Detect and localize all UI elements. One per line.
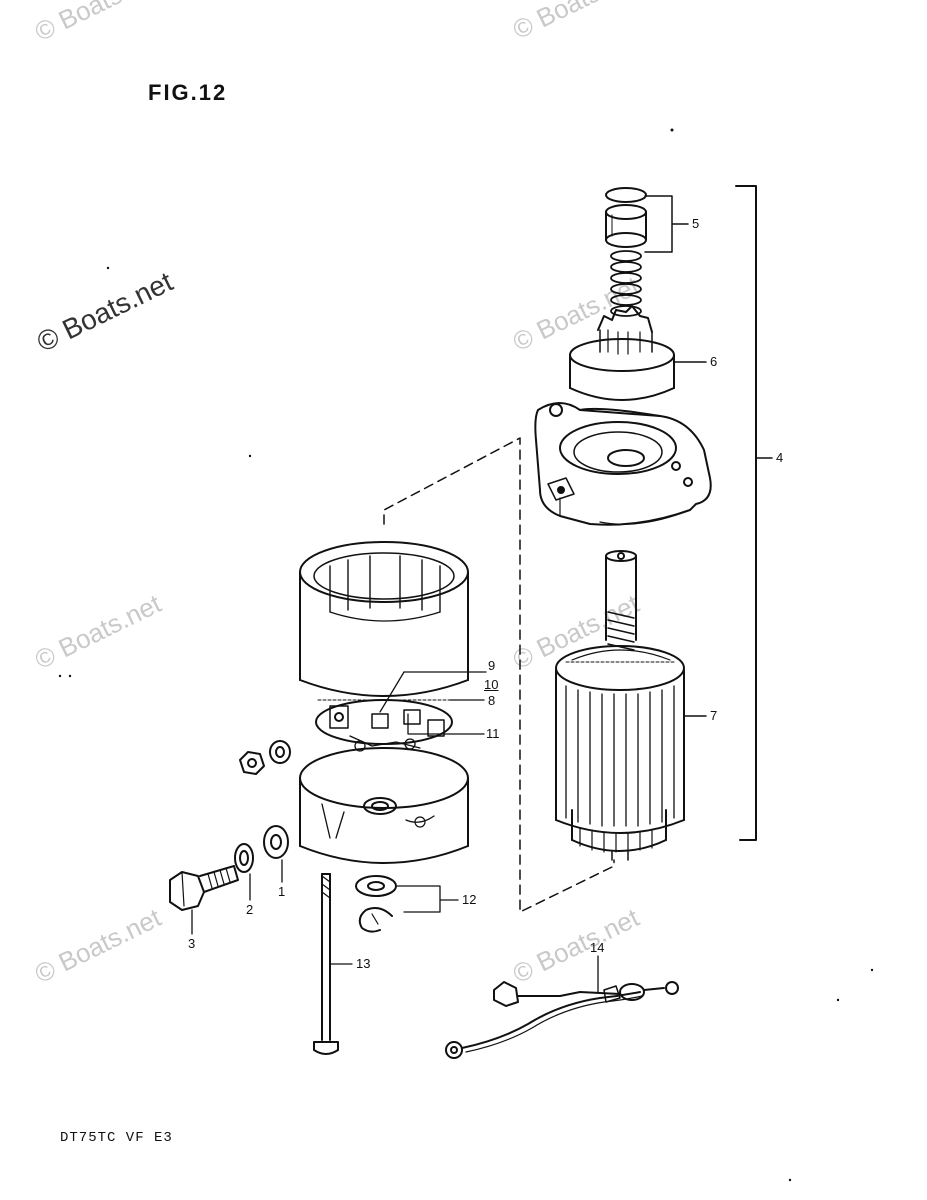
callout-10: 10 [484, 677, 499, 692]
callout-9: 9 [488, 658, 496, 673]
part-2-lock-washer [234, 843, 254, 873]
callout-12: 12 [462, 892, 477, 907]
callout-14: 14 [590, 940, 605, 955]
leader-11 [407, 713, 485, 735]
part-1-washer [263, 825, 289, 859]
callout-6: 6 [710, 354, 718, 369]
callout-13: 13 [356, 956, 371, 971]
assembly-line [383, 437, 615, 913]
leader-5 [644, 195, 689, 253]
part-14-lead-wire [445, 981, 679, 1059]
model-code: DT75TC VF E3 [60, 1130, 173, 1146]
figure-title: FIG.12 [148, 80, 228, 105]
callout-8: 8 [488, 693, 496, 708]
part-13-through-bolt [313, 873, 339, 1055]
brush-holder [315, 699, 453, 752]
callout-7: 7 [710, 708, 718, 723]
callout-5: 5 [692, 216, 700, 231]
rear-end-frame [299, 747, 469, 864]
part-5-stop-ring [605, 187, 647, 248]
leader-12 [395, 885, 459, 913]
yoke-field-frame [299, 541, 469, 697]
part-3-bolt [169, 865, 239, 911]
callout-1: 1 [278, 884, 286, 899]
part-7-armature [555, 550, 685, 861]
callout-2: 2 [246, 902, 254, 917]
bracket-4 [735, 185, 757, 841]
scan-specks [58, 128, 874, 1182]
callout-3: 3 [188, 936, 196, 951]
part-12-washer-and-ring [355, 875, 397, 933]
nut-and-washer [239, 740, 291, 775]
part-6-drive-pinion [569, 305, 675, 401]
callout-4: 4 [776, 450, 784, 465]
front-housing [534, 402, 712, 526]
callout-11: 11 [486, 726, 500, 741]
spring [610, 250, 642, 317]
